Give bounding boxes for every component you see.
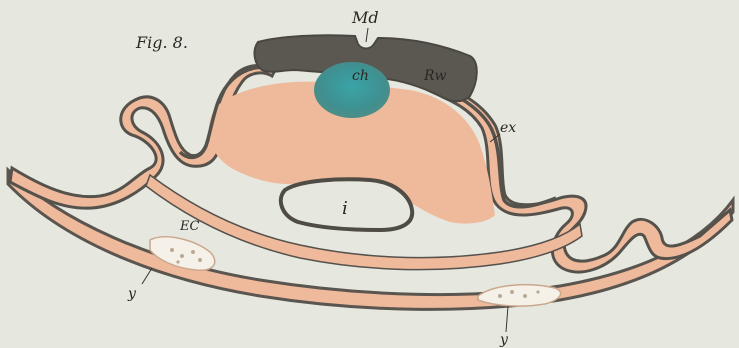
label-medullary-plate: Md xyxy=(351,8,379,27)
label-gut-cavity: i xyxy=(342,198,348,219)
label-y-left: y xyxy=(127,286,137,302)
label-y-right: y xyxy=(499,332,509,348)
label-notochord: ch xyxy=(352,68,369,84)
label-ectoderm: ex xyxy=(500,120,516,136)
figure-number: Fig. 8. xyxy=(135,33,188,52)
label-rw: Rw xyxy=(423,68,447,84)
label-ec: EC xyxy=(179,219,199,234)
